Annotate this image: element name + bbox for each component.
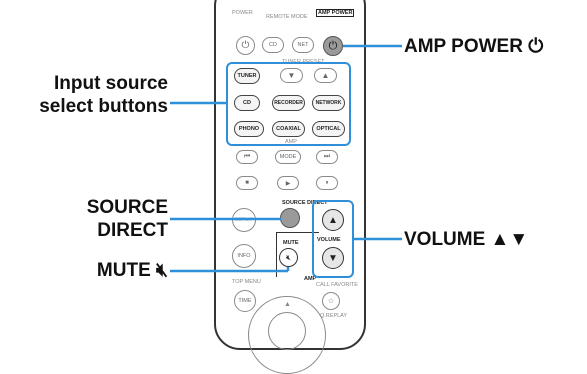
volume-up-button[interactable]: ▲ bbox=[322, 209, 344, 231]
input-optical-button[interactable]: OPTICAL bbox=[312, 121, 345, 137]
info-button[interactable]: INFO bbox=[232, 244, 256, 268]
speaker-muted-icon: 🔇︎ bbox=[285, 252, 292, 262]
input-cd-button[interactable]: CD bbox=[234, 95, 260, 111]
power-label: POWER bbox=[232, 10, 253, 16]
volume-label: VOLUME bbox=[317, 237, 341, 243]
amp-power-label: AMP POWER bbox=[316, 9, 355, 17]
time-button[interactable]: TIME bbox=[234, 290, 256, 312]
power-icon: ⏻ bbox=[328, 39, 338, 52]
input-source-highlight bbox=[226, 62, 351, 146]
star-icon: ☆ bbox=[327, 298, 335, 305]
call-favorite-button[interactable]: ☆ bbox=[322, 292, 340, 310]
pause-icon: ⏸ bbox=[325, 179, 329, 186]
volume-callout: VOLUME ▲▼ bbox=[404, 229, 529, 250]
input-coaxial-button[interactable]: COAXIAL bbox=[272, 121, 305, 137]
cd-mode-button[interactable]: CD bbox=[262, 37, 284, 53]
volume-highlight bbox=[312, 200, 354, 278]
amp-group-frame bbox=[276, 232, 319, 277]
source-direct-callout-line2: DIRECT bbox=[97, 220, 168, 241]
stop-icon: ■ bbox=[245, 180, 249, 186]
amp-power-button[interactable]: ⏻ bbox=[323, 36, 343, 56]
q-replay-label: Q.REPLAY bbox=[320, 313, 348, 319]
mode-button[interactable]: MODE bbox=[275, 150, 301, 164]
remote-mode-label: REMOTE MODE bbox=[266, 14, 308, 20]
input-network-button[interactable]: NETWORK bbox=[312, 95, 345, 111]
input-tuner-button[interactable]: TUNER bbox=[234, 68, 260, 84]
net-mode-button[interactable]: NET bbox=[292, 37, 314, 53]
amp-group-label: AMP bbox=[304, 276, 317, 282]
skip-back-icon: ⏮ bbox=[243, 153, 251, 160]
source-direct-callout-line1: SOURCE bbox=[86, 197, 168, 218]
input-source-callout: Input source select buttons bbox=[18, 72, 168, 118]
amp-power-callout: AMP POWER ⏻ bbox=[404, 36, 544, 57]
skip-back-button[interactable]: ⏮ bbox=[236, 150, 258, 164]
source-direct-callout: SOURCE DIRECT bbox=[18, 196, 168, 242]
input-phono-button[interactable]: PHONO bbox=[234, 121, 264, 137]
input-source-callout-line2: select buttons bbox=[39, 96, 168, 117]
input-source-callout-line1: Input source bbox=[53, 73, 168, 94]
skip-forward-icon: ⏭ bbox=[323, 153, 331, 160]
top-menu-label: TOP MENU bbox=[232, 279, 261, 285]
play-icon: ▶ bbox=[285, 180, 291, 187]
preset-up-button[interactable]: ▲ bbox=[314, 68, 337, 83]
source-direct-label: SOURCE DIRECT bbox=[282, 200, 328, 206]
callout-lines bbox=[170, 44, 402, 273]
preset-down-button[interactable]: ▼ bbox=[280, 68, 303, 83]
mute-button[interactable]: 🔇︎ bbox=[279, 248, 298, 267]
triangle-down-icon: ▼ bbox=[328, 252, 338, 264]
pause-button[interactable]: ⏸ bbox=[316, 176, 338, 190]
amp-section-label: AMP bbox=[285, 139, 297, 145]
mute-label: MUTE bbox=[283, 240, 299, 246]
stop-button[interactable]: ■ bbox=[236, 176, 258, 190]
volume-down-button[interactable]: ▼ bbox=[322, 247, 344, 269]
mute-callout: MUTE 🔇︎ bbox=[96, 260, 168, 281]
triangle-down-icon: ▼ bbox=[287, 71, 296, 80]
cursor-up-icon: ▲ bbox=[284, 301, 291, 308]
skip-forward-button[interactable]: ⏭ bbox=[316, 150, 338, 164]
play-button[interactable]: ▶ bbox=[277, 176, 299, 190]
triangle-up-icon: ▲ bbox=[321, 71, 330, 80]
power-button[interactable]: ⏻ bbox=[236, 36, 255, 55]
triangle-up-icon: ▲ bbox=[328, 214, 338, 226]
input-recorder-button[interactable]: RECORDER bbox=[272, 95, 305, 111]
call-favorite-label: CALL FAVORITE bbox=[316, 282, 358, 288]
